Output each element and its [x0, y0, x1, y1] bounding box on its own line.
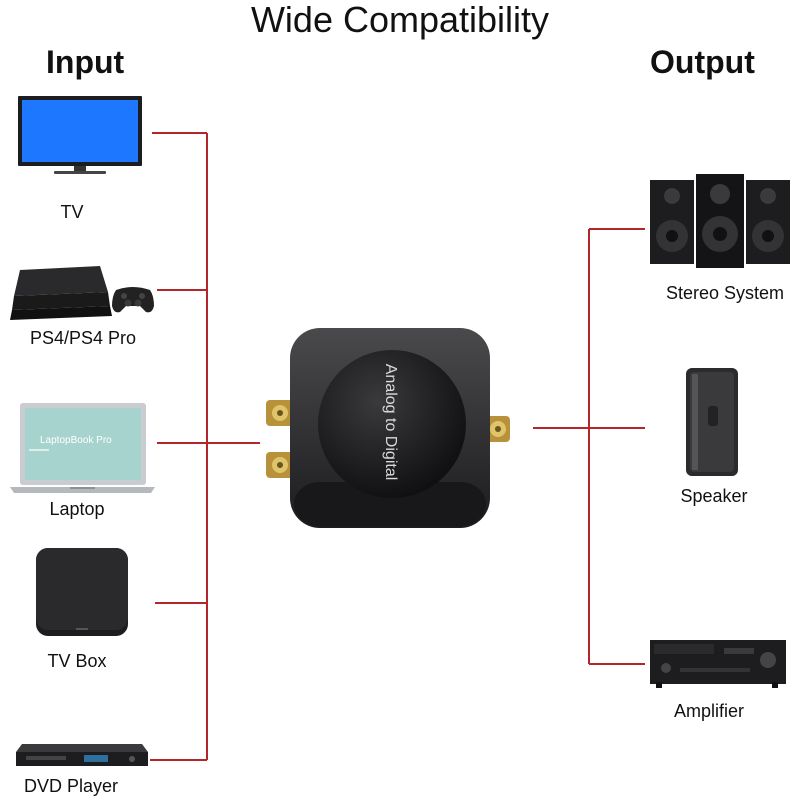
- speaker-icon: [686, 368, 738, 476]
- tv-icon: [18, 96, 142, 174]
- dvd-player-icon: [16, 744, 148, 766]
- device-label-tv: TV: [60, 202, 84, 222]
- stereo-system-icon: [650, 174, 790, 268]
- page-title: Wide Compatibility: [250, 0, 550, 40]
- output-heading: Output: [650, 44, 755, 80]
- coax-connector-right: [486, 416, 510, 442]
- converter-label: Analog to Digital: [382, 364, 399, 481]
- amplifier-icon: [650, 640, 786, 688]
- tv-box-icon: [36, 548, 128, 636]
- device-label-amplifier: Amplifier: [673, 701, 744, 721]
- laptop-screen-text: LaptopBook Pro: [40, 435, 112, 446]
- device-label-stereo: Stereo System: [665, 283, 785, 303]
- rca-connectors-left: [266, 400, 294, 478]
- ps4-console-icon: [10, 266, 154, 320]
- converter-device: Analog to Digital: [266, 328, 510, 528]
- device-label-laptop: Laptop: [49, 499, 105, 519]
- device-label-speaker: Speaker: [680, 486, 748, 506]
- device-label-dvd: DVD Player: [23, 776, 119, 796]
- laptop-icon: LaptopBook Pro: [10, 403, 155, 493]
- device-label-ps4: PS4/PS4 Pro: [29, 328, 137, 348]
- device-label-tvbox: TV Box: [47, 651, 107, 671]
- input-heading: Input: [46, 44, 125, 80]
